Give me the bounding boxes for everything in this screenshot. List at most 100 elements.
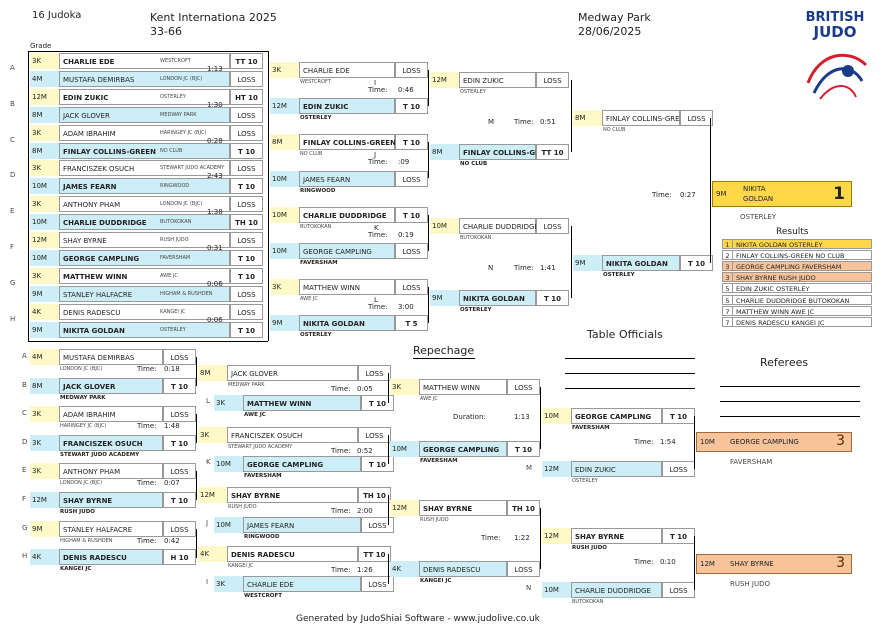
competitor-grade: 3K [270, 62, 299, 78]
results-entry: GEORGE CAMPLING FAVERSHAM [736, 263, 842, 272]
competitor-club: WESTCROFT [244, 593, 282, 599]
british-judo-logo: BRITISH JUDO [790, 10, 880, 115]
competitor-name: JAMES FEARN [299, 171, 395, 187]
competitor-grade: 8M [30, 143, 59, 159]
competitor-grade: 3K [30, 268, 59, 284]
referees-label: Referees [760, 356, 809, 369]
competitor-grade: 4K [30, 549, 59, 565]
score-box: LOSS [230, 196, 263, 212]
competitor-club: OSTERLEY [460, 89, 486, 95]
competitor-club: HIGHAM & RUSHDEN [60, 538, 113, 544]
logo-text-line2: JUDO [813, 23, 857, 41]
logo-text-line1: BRITISH [805, 10, 865, 25]
bout-letter: J [374, 151, 377, 159]
score-box: LOSS [395, 62, 428, 78]
competitor-name: JACK GLOVER [59, 107, 230, 123]
competitor-grade: 10M [270, 171, 299, 187]
referees-line-3 [720, 416, 860, 417]
competitor-grade: 12M [542, 461, 571, 477]
competitor-name: MATTHEW WINN [243, 395, 361, 411]
score-box: T 10 [507, 441, 540, 457]
pool-letter-rep: E [22, 466, 27, 475]
bout-time: 0:06 [207, 280, 223, 288]
judoka-logo-icon [806, 53, 868, 100]
competitor-name: NIKITA GOLDAN [459, 290, 536, 306]
bracket-line [28, 51, 29, 341]
results-rank: 2 [723, 251, 733, 260]
bout-time-label: Time: [368, 303, 388, 311]
competitor-name: GEORGE CAMPLING [243, 456, 361, 472]
competitor-name: FRANCISZEK OSUCH [59, 160, 230, 176]
bronze-grade: 10M [700, 438, 715, 446]
competitor-grade: 10M [214, 517, 243, 533]
competitor-grade: 12M [390, 500, 419, 516]
grade-label: Grade [30, 42, 52, 50]
competitor-grade: 3K [30, 196, 59, 212]
bout-time: :09 [398, 158, 410, 166]
final-grade: 9M [716, 190, 727, 198]
score-box: LOSS [230, 286, 263, 302]
bracket-line [196, 414, 197, 443]
competitor-name: ADAM IBRAHIM [59, 125, 230, 141]
score-box: LOSS [163, 406, 196, 422]
competitor-club: HARINGEY JC (BJC) [60, 423, 107, 429]
competitor-club: LONDON JC (BJC) [160, 76, 203, 82]
competitor-club: AWE JC [300, 296, 318, 302]
score-box: LOSS [680, 110, 713, 126]
competitor-club: NO CLUB [603, 127, 626, 133]
competitor-grade: 4M [30, 349, 59, 365]
score-box: LOSS [536, 218, 569, 234]
competitor-club: OSTERLEY [160, 94, 186, 100]
bout-time: 1:48 [164, 422, 180, 430]
results-rank: 5 [723, 284, 733, 293]
rep-letter-m: M [526, 464, 533, 472]
pool-letter-rep: C [22, 409, 27, 418]
results-entry: FINLAY COLLINS-GREEN NO CLUB [736, 252, 845, 261]
competitor-grade: 9M [30, 521, 59, 537]
competitor-club: OSTERLEY [300, 115, 332, 121]
score-box: T 10 [230, 178, 263, 194]
competitor-name: FINLAY COLLINS-GREEN [602, 110, 680, 126]
competitor-name: CHARLIE DUDDRIDGE [459, 218, 536, 234]
competitor-grade: 12M [30, 89, 59, 105]
bout-time-label: Time: [331, 507, 351, 515]
competitor-grade: 10M [30, 214, 59, 230]
bout-time: 1:41 [540, 264, 556, 272]
bracket-line [540, 508, 541, 569]
rep-letter: J [206, 519, 209, 527]
competitor-grade: 9M [270, 315, 299, 331]
competitor-name: DENIS RADESCU [59, 549, 163, 565]
competitor-grade: 10M [270, 207, 299, 223]
bout-time: 0:42 [164, 537, 180, 545]
competitor-name: CHARLIE EDE [299, 62, 395, 78]
results-entry: EDIN ZUKIC OSTERLEY [736, 285, 810, 294]
bracket-line [388, 373, 389, 403]
score-box: T 10 [230, 322, 263, 338]
competitor-grade: 3K [30, 125, 59, 141]
pool-letter: F [10, 243, 15, 251]
bronze-place: 3 [836, 555, 845, 571]
score-box: T 10 [230, 143, 263, 159]
competitor-grade: 3K [214, 576, 243, 592]
competitor-grade: 10M [214, 456, 243, 472]
competitor-name: JAMES FEARN [59, 178, 230, 194]
competitor-grade: 8M [30, 378, 59, 394]
competitor-grade: 3K [30, 435, 59, 451]
bout-time: 1:22 [514, 534, 530, 542]
competitor-club: MEDWAY PARK [60, 395, 106, 401]
score-box: LOSS [230, 71, 263, 87]
